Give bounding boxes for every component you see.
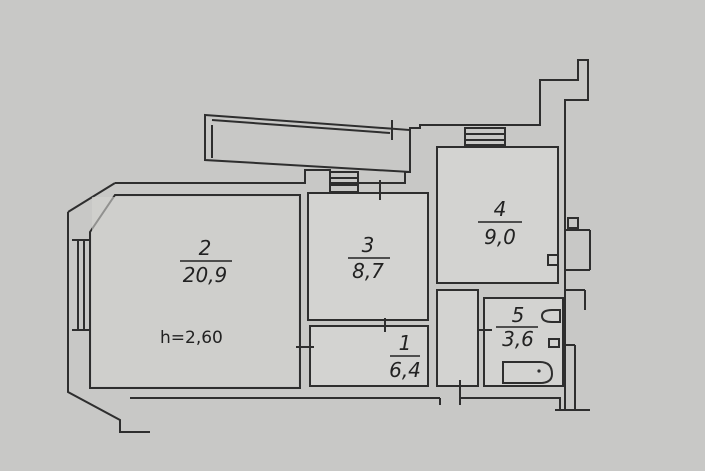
room-area: 9,0: [484, 225, 516, 249]
room-number: 4: [494, 197, 507, 221]
balcony: [204, 113, 411, 174]
kitchen-sink-icon: [567, 217, 579, 229]
kitchen-stove-icon: [547, 254, 559, 266]
room-3-label: 3 8,7: [348, 233, 390, 283]
sink-icon: [548, 338, 560, 348]
room-area: 3,6: [502, 327, 534, 351]
room-4: [436, 146, 559, 284]
toilet-icon: [540, 309, 561, 323]
room-number: 3: [362, 233, 375, 257]
room-3: [307, 192, 429, 321]
bathtub-icon: [502, 361, 554, 384]
stairs: [329, 127, 506, 193]
room-2-label: 2 20,9: [180, 236, 232, 287]
room-5-label: 5 3,6: [496, 303, 538, 351]
room-area: 6,4: [389, 358, 421, 382]
room-number: 5: [512, 303, 525, 327]
room-2-floor: [92, 197, 298, 386]
corridor: [436, 289, 479, 387]
room-number: 1: [399, 331, 412, 355]
room-number: 2: [199, 236, 212, 260]
room-area: 8,7: [352, 259, 384, 283]
doors: [296, 120, 492, 405]
room-4-label: 4 9,0: [478, 197, 522, 249]
room-1-label: 1 6,4: [389, 331, 421, 382]
room-area: 20,9: [183, 263, 228, 287]
ceiling-height: h=2,60: [160, 328, 223, 348]
